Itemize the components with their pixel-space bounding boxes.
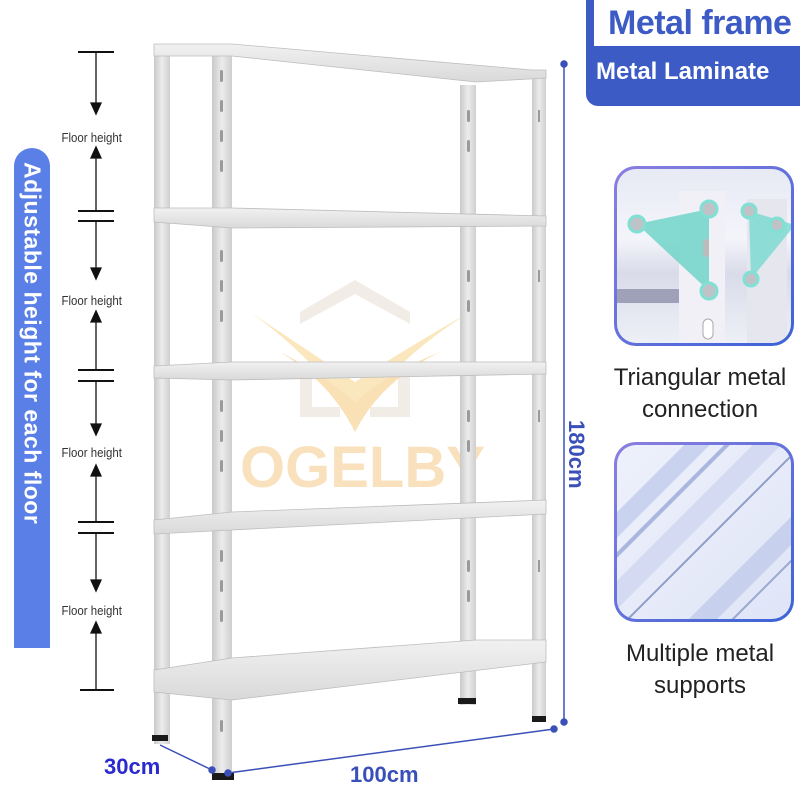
floor-height-label: Floor height — [61, 293, 122, 308]
height-dimension-label: 180cm — [564, 420, 589, 489]
metal-shelf-rack-icon — [152, 43, 547, 780]
adjustable-height-text: Adjustable height for each floor — [19, 162, 46, 525]
header-title: Metal frame — [608, 4, 792, 42]
feature-image-supports — [617, 445, 791, 619]
depth-dimension-label: 30cm — [104, 754, 161, 779]
corrugated-shelf-icon — [617, 445, 791, 619]
header-title-box: Metal frame Metal Laminate — [586, 0, 800, 106]
floor-height-label: Floor height — [61, 445, 122, 460]
feature-image-triangular — [617, 169, 791, 343]
feature-card-triangular-connection — [614, 166, 794, 346]
floor-height-label: Floor height — [61, 603, 122, 618]
floor-height-arrows-icon — [78, 51, 114, 691]
caption-line: Triangular metal — [613, 364, 787, 391]
caption-line: connection — [641, 396, 759, 423]
caption-line: supports — [653, 672, 747, 699]
floor-height-guide: Floor height Floor height Floor height F… — [60, 40, 160, 700]
adjustable-height-banner: Adjustable height for each floor — [14, 148, 50, 648]
feature-card-multiple-supports — [614, 442, 794, 622]
feature-caption-supports: Multiple metal supports — [600, 638, 800, 702]
width-dimension-label: 100cm — [350, 762, 419, 787]
caption-line: Multiple metal — [625, 640, 775, 667]
shelving-unit-image — [140, 30, 580, 780]
title-bottom-band: Metal Laminate — [586, 46, 800, 106]
floor-height-label: Floor height — [61, 130, 122, 145]
title-top-band: Metal frame — [586, 0, 800, 46]
feature-caption-triangular: Triangular metal connection — [600, 362, 800, 426]
header-subtitle: Metal Laminate — [596, 58, 770, 85]
triangular-bracket-icon — [617, 191, 791, 343]
